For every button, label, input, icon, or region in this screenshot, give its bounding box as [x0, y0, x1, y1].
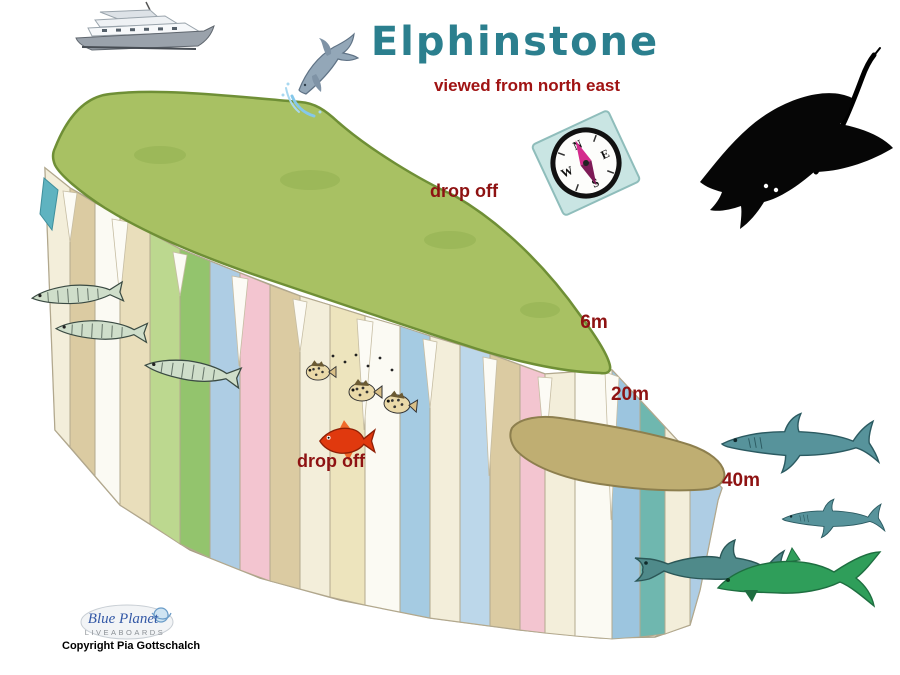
blue-planet-logo: Blue Planet LIVEABOARDS: [80, 604, 174, 640]
boat-windows: [102, 27, 177, 32]
red-fish-top-fin: [339, 420, 351, 429]
reef-ledge-plateau: [509, 415, 726, 492]
wall-stripe: [399, 325, 431, 619]
dolphin-icon: [281, 32, 360, 118]
splash: [281, 82, 322, 118]
red-fish-pupil: [327, 436, 330, 439]
dolphin-dorsal-fin: [319, 38, 332, 56]
drop-off-label-top: drop off: [430, 181, 499, 201]
manta-ray-icon: [700, 47, 893, 229]
dolphin-body: [298, 32, 360, 95]
page-title: Elphinstone: [371, 19, 659, 65]
compass-needle-north: [575, 140, 592, 166]
thresher-dorsal-fin: [785, 546, 801, 563]
depth-marker-6m: 6m: [580, 312, 607, 333]
boat-icon: [75, 1, 215, 51]
compass-needle-south: [580, 160, 597, 186]
logo-name: Blue Planet: [88, 611, 159, 627]
small-fish-dots: [331, 353, 394, 372]
reef-top-texture: [134, 146, 560, 318]
depth-marker-20m: 20m: [611, 384, 649, 405]
wall-stripe: [239, 272, 271, 582]
red-fish-body: [319, 427, 377, 454]
wall-stripe: [179, 248, 211, 559]
wall-crack: [62, 190, 78, 243]
dolphin-eye: [303, 83, 307, 87]
red-fish-icon: [319, 420, 377, 461]
thresher-pectoral-fin: [744, 590, 758, 602]
logo-background: [80, 604, 174, 640]
compass-icon: N E S W: [531, 110, 641, 216]
hammerhead-eye: [644, 561, 648, 565]
red-fish-bottom-fin: [344, 452, 353, 461]
manta-spot: [763, 183, 769, 189]
thresher-body: [716, 551, 882, 608]
compass-pivot: [583, 160, 589, 166]
wall-crack: [231, 275, 249, 367]
wall-stripe: [544, 371, 576, 637]
manta-tail-tip: [871, 47, 881, 59]
boat-hull: [75, 25, 215, 51]
wall-stripe: [429, 335, 461, 623]
wall-shard: [39, 177, 59, 232]
compass-w: W: [559, 163, 576, 181]
depth-marker-40m: 40m: [722, 470, 760, 491]
reef-shark-icon: [781, 498, 886, 539]
thresher-eye: [726, 578, 730, 582]
wall-crack: [482, 356, 498, 477]
wall-stripe: [119, 215, 151, 525]
globe-swoosh: [151, 612, 172, 620]
boat-waterline: [81, 46, 197, 50]
wall-stripe: [149, 232, 181, 545]
wall-crack: [172, 251, 188, 297]
wall-stripe: [364, 315, 401, 613]
compass-ticks: [557, 134, 615, 192]
page-subtitle: viewed from north east: [434, 76, 620, 95]
logo-tagline: LIVEABOARDS: [85, 628, 165, 637]
wall-stripe: [269, 284, 301, 590]
reef-top-plateau: [51, 90, 612, 375]
wall-crack: [356, 318, 374, 431]
wall-crack: [292, 298, 308, 353]
spotted-fish-school: [305, 353, 419, 416]
copyright-text: Copyright Pia Gottschalch: [62, 640, 200, 652]
dolphin-pectoral-fin: [312, 74, 322, 92]
reef: [39, 90, 726, 640]
manta-body: [700, 93, 893, 229]
reef-shark-icon: [721, 412, 880, 474]
wall-crack: [422, 338, 438, 409]
wall-crack: [111, 218, 129, 301]
drop-off-label-bottom: drop off: [297, 451, 366, 471]
thresher-shark-icon: [716, 546, 882, 608]
boat-mast: [145, 1, 151, 11]
manta-spot: [773, 187, 779, 193]
